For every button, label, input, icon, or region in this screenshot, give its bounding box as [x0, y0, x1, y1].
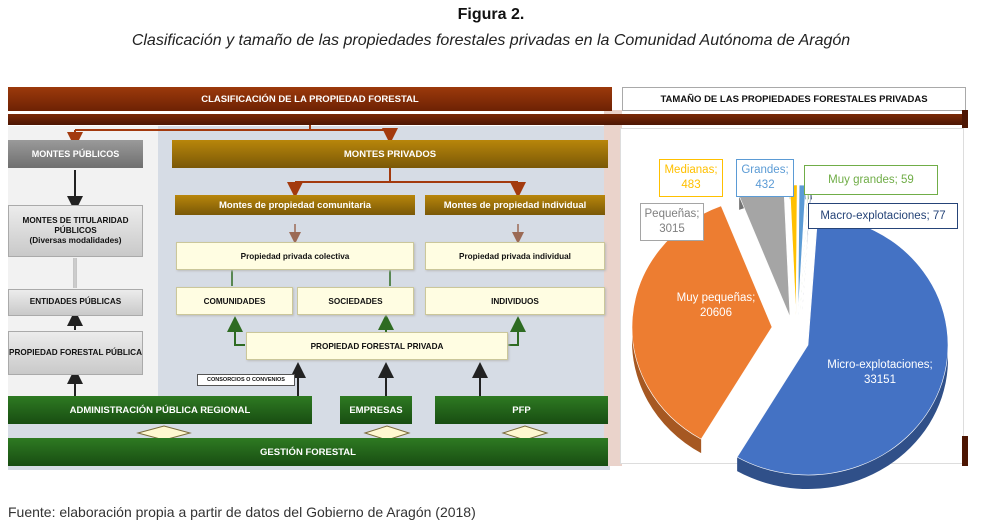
privada-individual-box: Propiedad privada individual [425, 242, 605, 270]
propiedad-comunitaria-box: Montes de propiedad comunitaria [175, 195, 415, 215]
comunidades-box: COMUNIDADES [176, 287, 293, 315]
admin-publica-box: ADMINISTRACIÓN PÚBLICA REGIONAL [8, 396, 312, 424]
header-tamano: TAMAÑO DE LAS PROPIEDADES FORESTALES PRI… [660, 93, 928, 105]
sociedades-box: SOCIEDADES [297, 287, 414, 315]
pie-label-muy-pequenas: Muy pequeñas;20606 [666, 286, 766, 326]
pie-label-micro: Micro-explotaciones;33151 [815, 354, 945, 392]
diversas-modalidades-label: (Diversas modalidades) [29, 236, 122, 246]
individuos-box: INDIVIDUOS [425, 287, 605, 315]
arrow-band [604, 110, 622, 466]
pie-label-grandes-text: Grandes;432 [741, 164, 789, 191]
montes-publicos-box: MONTES PÚBLICOS [8, 140, 143, 168]
right-panel-frame-bottom [962, 436, 968, 466]
pie-label-pequenas-text: Pequeñas;3015 [644, 208, 700, 235]
pie-label-medianas-text: Medianas;483 [664, 164, 718, 191]
figure-source: Fuente: elaboración propia a partir de d… [8, 504, 476, 520]
montes-privados-box: MONTES PRIVADOS [172, 140, 608, 168]
pie-label-macro-text: Macro-explotaciones; 77 [820, 209, 946, 222]
montes-titularidad-label: MONTES DE TITULARIDAD PÚBLICOS [22, 215, 129, 235]
figure-subtitle: Clasificación y tamaño de las propiedade… [131, 32, 851, 49]
pie-label-grandes: Grandes;432 [736, 159, 794, 197]
header-right-bar [622, 87, 966, 111]
pie-label-medianas: Medianas;483 [659, 159, 723, 197]
header-clasificacion: CLASIFICACIÓN DE LA PROPIEDAD FORESTAL [8, 87, 612, 111]
pie-slice-micro-explotaciones [736, 214, 949, 476]
montes-titularidad-box: MONTES DE TITULARIDAD PÚBLICOS (Diversas… [8, 205, 143, 257]
gestion-forestal-box: GESTIÓN FORESTAL [8, 438, 608, 466]
propiedad-forestal-publica-box: PROPIEDAD FORESTAL PÚBLICA [8, 331, 143, 375]
empresas-box: EMPRESAS [340, 396, 412, 424]
privada-colectiva-box: Propiedad privada colectiva [176, 242, 414, 270]
propiedad-individual-box: Montes de propiedad individual [425, 195, 605, 215]
right-panel-frame [962, 110, 968, 128]
pie-label-muy-grandes-text: Muy grandes; 59 [828, 173, 914, 186]
propiedad-forestal-privada-box: PROPIEDAD FORESTAL PRIVADA [246, 332, 508, 360]
header-underline [8, 114, 966, 125]
entidades-publicas-box: ENTIDADES PÚBLICAS [8, 289, 143, 316]
pie-label-pequenas: Pequeñas;3015 [640, 203, 704, 241]
pie-label-muy-grandes: Muy grandes; 59 [804, 165, 938, 195]
pie-label-macro: Macro-explotaciones; 77 [808, 203, 958, 229]
consorcios-label: CONSORCIOS O CONVENIOS [197, 374, 295, 386]
pie-label-micro-text: Micro-explotaciones;33151 [827, 359, 933, 386]
pie-slice-medianas [789, 184, 798, 316]
pie-label-muy-pequenas-text: Muy pequeñas;20606 [676, 292, 756, 319]
pfp-box: PFP [435, 396, 608, 424]
figure-title: Figura 2. [457, 6, 525, 23]
